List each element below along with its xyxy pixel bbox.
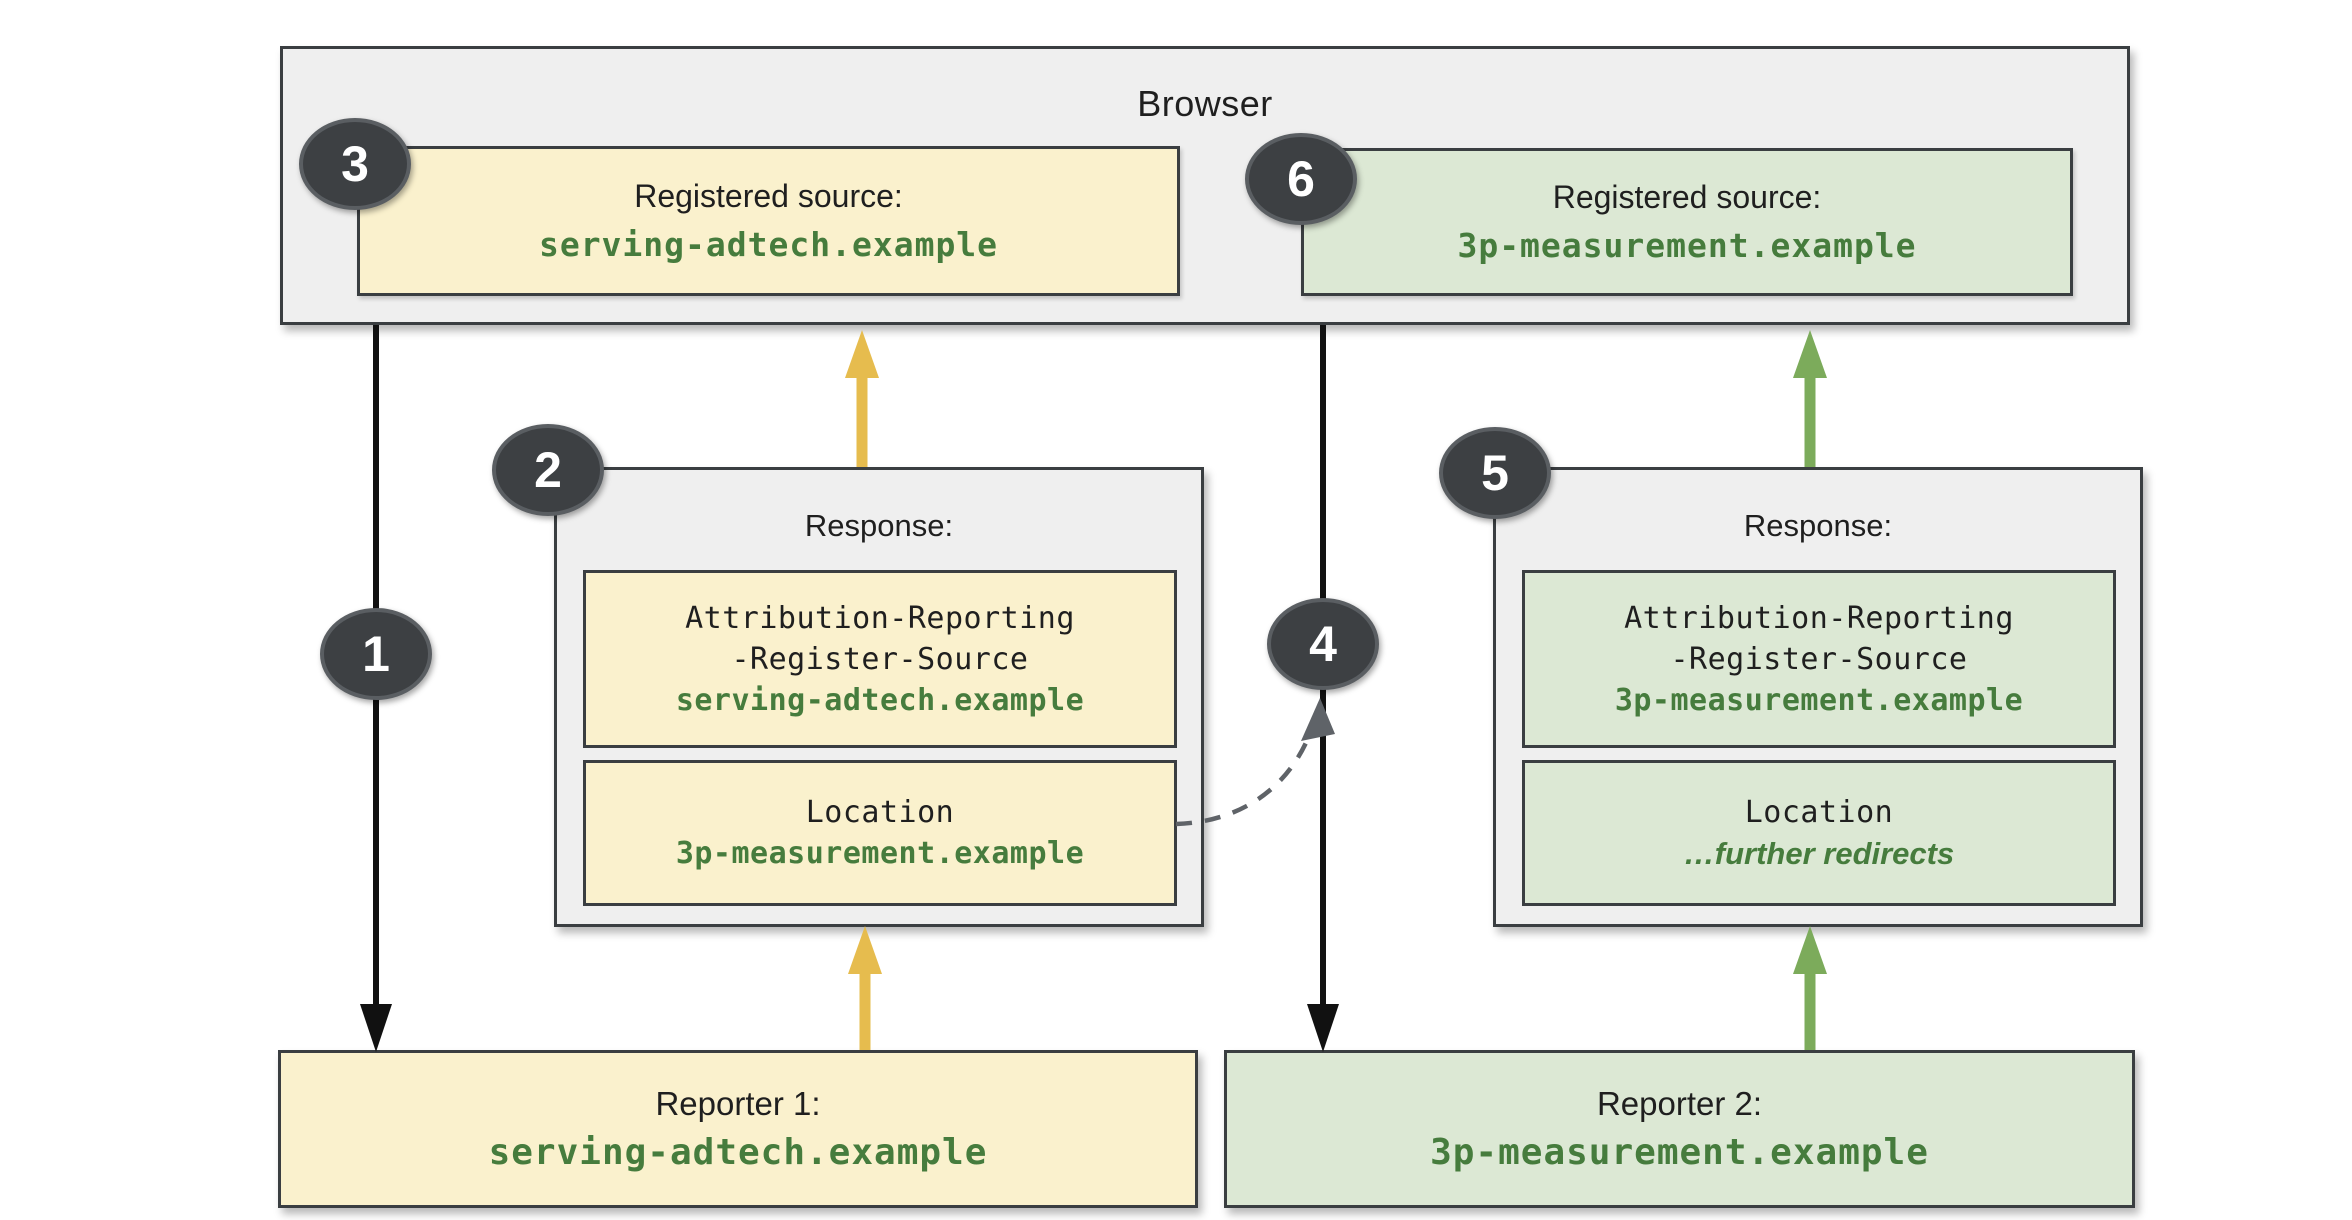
registered-source-1-box: Registered source: serving-adtech.exampl… (357, 146, 1180, 296)
header-name-line-1: Attribution-Reporting (1624, 600, 2014, 636)
registered-source-1-domain: serving-adtech.example (538, 225, 999, 264)
arrow-reporter1-to-response1 (848, 926, 882, 1050)
step-badge-2: 2 (492, 424, 604, 516)
registered-source-2-label: Registered source: (1552, 179, 1822, 215)
step-badge-3: 3 (299, 118, 411, 210)
response-2-register-source-header: Attribution-Reporting -Register-Source 3… (1522, 570, 2116, 748)
step-number: 3 (341, 136, 369, 192)
reporter-1-domain: serving-adtech.example (488, 1132, 988, 1173)
registered-source-1-label: Registered source: (634, 178, 903, 214)
response-1-title: Response: (804, 508, 954, 543)
reporter-2-label: Reporter 2: (1596, 1085, 1763, 1122)
step-number: 6 (1287, 151, 1315, 207)
arrow-response2-to-browser (1793, 330, 1827, 467)
step-badge-1: 1 (320, 608, 432, 700)
reporter-1-box: Reporter 1: serving-adtech.example (278, 1050, 1198, 1208)
step-number: 5 (1481, 445, 1509, 501)
browser-box: Browser Registered source: serving-adtec… (280, 46, 2130, 325)
step-number: 1 (362, 626, 390, 682)
header-value: 3p-measurement.example (1614, 682, 2024, 718)
step-badge-6: 6 (1245, 133, 1357, 225)
registered-source-2-domain: 3p-measurement.example (1457, 226, 1917, 265)
registered-source-2-box: Registered source: 3p-measurement.exampl… (1301, 148, 2073, 296)
header-name: Location (1744, 794, 1894, 830)
browser-title: Browser (1137, 83, 1273, 124)
step-number: 2 (534, 442, 562, 498)
step-badge-4: 4 (1267, 598, 1379, 690)
reporter-1-label: Reporter 1: (655, 1085, 821, 1122)
header-name-line-1: Attribution-Reporting (685, 600, 1075, 636)
step-badge-5: 5 (1439, 427, 1551, 519)
header-value-further-redirects: …further redirects (1683, 835, 1955, 871)
step-number: 4 (1309, 616, 1337, 672)
response-1-location-header: Location 3p-measurement.example (583, 760, 1177, 906)
reporter-2-domain: 3p-measurement.example (1430, 1132, 1929, 1173)
response-2-box: Response: Attribution-Reporting -Registe… (1493, 467, 2143, 927)
arrow-reporter2-to-response2 (1793, 926, 1827, 1050)
header-value: 3p-measurement.example (675, 836, 1085, 871)
response-1-box: Response: Attribution-Reporting -Registe… (554, 467, 1204, 927)
header-value: serving-adtech.example (675, 682, 1085, 718)
arrow-response1-to-browser (845, 330, 879, 467)
response-2-location-header: Location …further redirects (1522, 760, 2116, 906)
reporter-2-box: Reporter 2: 3p-measurement.example (1224, 1050, 2135, 1208)
header-name: Location (805, 795, 955, 830)
header-name-line-2: -Register-Source (1670, 641, 1968, 677)
response-2-title: Response: (1743, 508, 1893, 543)
response-1-register-source-header: Attribution-Reporting -Register-Source s… (583, 570, 1177, 748)
header-name-line-2: -Register-Source (731, 641, 1029, 677)
